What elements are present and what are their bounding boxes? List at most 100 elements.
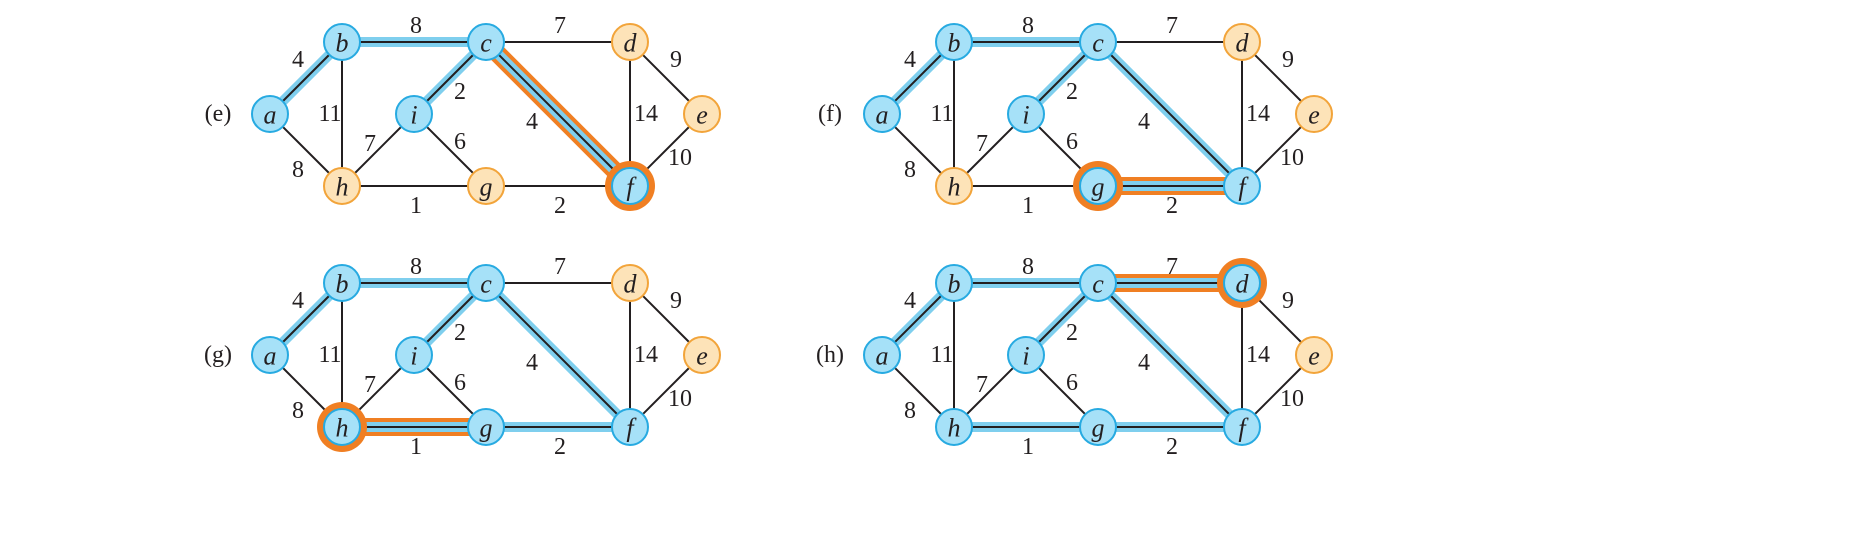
- node-b: [323, 264, 361, 302]
- edge-weight-de: 9: [670, 288, 682, 314]
- node-f: [1223, 408, 1261, 446]
- edge-weight-ab: 4: [904, 47, 916, 73]
- edge-weight-ef: 10: [1280, 386, 1304, 412]
- edge-weight-gf: 2: [1166, 193, 1178, 219]
- node-label-d: d: [1236, 270, 1250, 299]
- edge-weight-hg: 1: [1022, 434, 1034, 460]
- panel-label: (g): [204, 342, 232, 368]
- node-b: [323, 23, 361, 61]
- node-g: [467, 167, 505, 205]
- edge-weight-ab: 4: [292, 47, 304, 73]
- edge-cf: [485, 41, 631, 187]
- node-label-g: g: [480, 173, 493, 202]
- edge-weight-cd: 7: [554, 13, 566, 39]
- node-label-i: i: [1022, 342, 1029, 371]
- edge-cf: [485, 282, 631, 428]
- edge-weight-de: 9: [670, 47, 682, 73]
- node-i: [395, 95, 433, 133]
- node-label-c: c: [480, 29, 492, 58]
- node-h: [935, 167, 973, 205]
- node-c: [1079, 264, 1117, 302]
- node-e: [683, 336, 721, 374]
- node-i: [1007, 336, 1045, 374]
- node-e: [1295, 95, 1333, 133]
- node-label-i: i: [410, 342, 417, 371]
- edge-weight-df: 14: [1246, 101, 1270, 127]
- node-label-b: b: [948, 270, 961, 299]
- edge-weight-hi: 7: [976, 372, 988, 398]
- node-a: [251, 336, 289, 374]
- node-label-h: h: [948, 414, 961, 443]
- edge-weight-hg: 1: [410, 193, 422, 219]
- node-i: [1007, 95, 1045, 133]
- node-label-c: c: [1092, 270, 1104, 299]
- node-label-h: h: [336, 414, 349, 443]
- node-a: [863, 336, 901, 374]
- node-label-b: b: [336, 29, 349, 58]
- node-label-f: f: [626, 414, 637, 443]
- node-label-h: h: [336, 173, 349, 202]
- node-c: [1079, 23, 1117, 61]
- node-f: [611, 167, 649, 205]
- edge-weight-ef: 10: [668, 145, 692, 171]
- edge-cf: [1097, 41, 1243, 187]
- node-label-g: g: [1092, 173, 1105, 202]
- edge-weight-df: 14: [634, 101, 658, 127]
- node-e: [1295, 336, 1333, 374]
- edge-weight-cf: 4: [526, 350, 538, 376]
- node-label-a: a: [264, 101, 277, 130]
- edge-weight-bh: 11: [930, 101, 953, 127]
- edge-weight-ci: 2: [454, 320, 466, 346]
- node-label-a: a: [876, 101, 889, 130]
- node-c: [467, 264, 505, 302]
- edge-weight-ci: 2: [1066, 320, 1078, 346]
- edge-weight-ah: 8: [292, 157, 304, 183]
- edge-weight-bc: 8: [410, 254, 422, 280]
- edge-weight-bh: 11: [930, 342, 953, 368]
- edge-weight-df: 14: [634, 342, 658, 368]
- panel-label: (f): [818, 101, 842, 127]
- edge-weight-hg: 1: [410, 434, 422, 460]
- edge-weight-gf: 2: [554, 193, 566, 219]
- edge-weight-ig: 6: [454, 129, 466, 155]
- node-d: [611, 23, 649, 61]
- edge-weight-ab: 4: [904, 288, 916, 314]
- node-label-e: e: [696, 101, 708, 130]
- node-label-a: a: [876, 342, 889, 371]
- node-d: [1223, 23, 1261, 61]
- node-label-d: d: [624, 29, 638, 58]
- node-label-e: e: [696, 342, 708, 371]
- edge-weight-cd: 7: [1166, 254, 1178, 280]
- edge-weight-cd: 7: [1166, 13, 1178, 39]
- edge-weight-ab: 4: [292, 288, 304, 314]
- edge-weight-bc: 8: [1022, 254, 1034, 280]
- edge-weight-hi: 7: [364, 372, 376, 398]
- node-e: [683, 95, 721, 133]
- node-c: [467, 23, 505, 61]
- node-h: [323, 408, 361, 446]
- node-label-f: f: [1238, 414, 1249, 443]
- edge-weight-cf: 4: [526, 109, 538, 135]
- edge-weight-bh: 11: [318, 342, 341, 368]
- node-label-d: d: [624, 270, 638, 299]
- edge-weight-ig: 6: [1066, 370, 1078, 396]
- node-b: [935, 264, 973, 302]
- node-h: [935, 408, 973, 446]
- edge-weight-ci: 2: [454, 79, 466, 105]
- node-label-f: f: [1238, 173, 1249, 202]
- edge-weight-ef: 10: [668, 386, 692, 412]
- edge-weight-gf: 2: [1166, 434, 1178, 460]
- node-label-a: a: [264, 342, 277, 371]
- node-label-h: h: [948, 173, 961, 202]
- edge-weight-ig: 6: [1066, 129, 1078, 155]
- node-label-b: b: [948, 29, 961, 58]
- edge-weight-cf: 4: [1138, 109, 1150, 135]
- node-label-i: i: [1022, 101, 1029, 130]
- node-label-f: f: [626, 173, 637, 202]
- node-label-e: e: [1308, 101, 1320, 130]
- edge-weight-ah: 8: [292, 398, 304, 424]
